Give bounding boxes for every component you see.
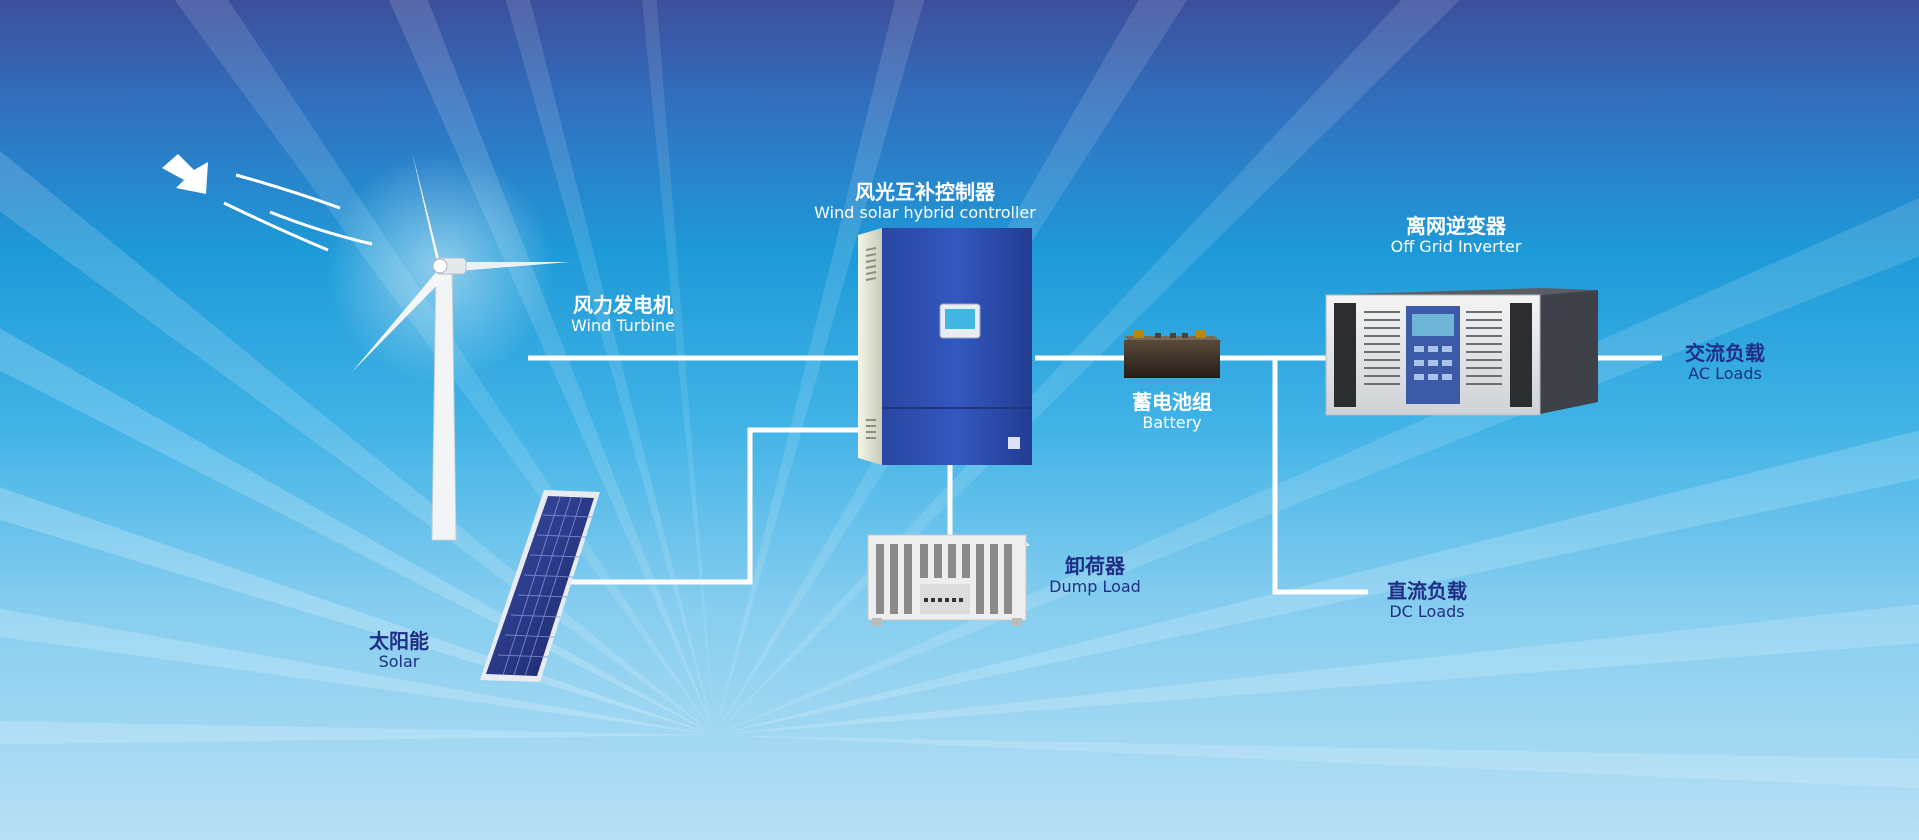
- controller-label-zh: 风光互补控制器: [854, 180, 995, 204]
- wind-turbine-icon: [325, 152, 570, 541]
- dump-load-icon: [867, 534, 1030, 626]
- solar-panel-icon: [480, 490, 600, 682]
- dc-loads-label: 直流负载 DC Loads: [1387, 580, 1467, 621]
- controller-label: 风光互补控制器 Wind solar hybrid controller: [814, 181, 1036, 222]
- solar-label-en: Solar: [378, 652, 420, 671]
- battery-label-en: Battery: [1142, 413, 1202, 432]
- wire-dc-loads: [1272, 358, 1368, 595]
- wind-turbine-label-zh: 风力发电机: [572, 293, 673, 317]
- solar-label: 太阳能 Solar: [369, 630, 429, 671]
- dc-loads-label-en: DC Loads: [1389, 602, 1465, 621]
- inverter-label-zh: 离网逆变器: [1406, 214, 1506, 238]
- wind-turbine-label-en: Wind Turbine: [571, 316, 675, 335]
- battery-label-zh: 蓄电池组: [1132, 390, 1212, 414]
- battery-icon: [1124, 330, 1222, 378]
- controller-cabinet-icon: [858, 228, 1032, 465]
- dump-load-label-en: Dump Load: [1049, 577, 1141, 596]
- battery-label: 蓄电池组 Battery: [1132, 391, 1212, 432]
- rack-inverter-icon: [1325, 288, 1598, 416]
- dump-load-label-zh: 卸荷器: [1064, 554, 1125, 578]
- wind-turbine-label: 风力发电机 Wind Turbine: [571, 294, 675, 335]
- inverter-label-en: Off Grid Inverter: [1390, 237, 1522, 256]
- ac-loads-label-en: AC Loads: [1688, 364, 1762, 383]
- solar-label-zh: 太阳能: [369, 629, 429, 653]
- wire-solar-controller: [570, 427, 862, 585]
- dump-load-label: 卸荷器 Dump Load: [1049, 555, 1141, 596]
- wiring: [528, 355, 1662, 595]
- inverter-label: 离网逆变器 Off Grid Inverter: [1391, 215, 1522, 256]
- ac-loads-label: 交流负载 AC Loads: [1685, 342, 1765, 383]
- ac-loads-label-zh: 交流负载: [1685, 341, 1765, 365]
- dc-loads-label-zh: 直流负载: [1387, 579, 1467, 603]
- controller-label-en: Wind solar hybrid controller: [814, 203, 1036, 222]
